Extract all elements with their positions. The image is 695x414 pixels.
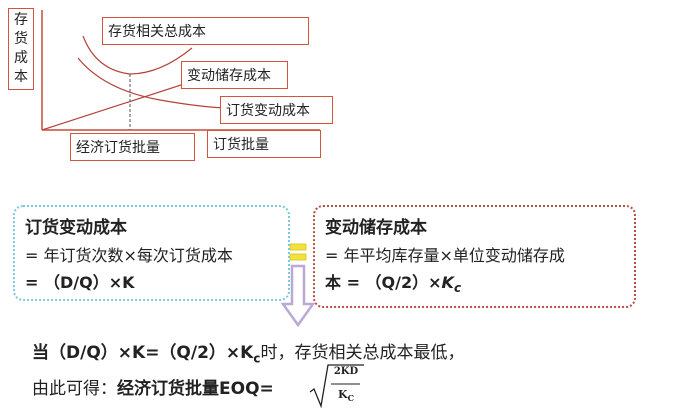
y-axis-char: 货 xyxy=(14,31,28,47)
ordering-cost-label-box: 订货变动成本 xyxy=(220,96,333,124)
down-arrow-icon xyxy=(280,264,316,328)
holding-card-k-sub: c xyxy=(453,281,462,296)
conclusion-eq-sub: c xyxy=(253,351,261,366)
eoq-label: 经济订货批量 xyxy=(76,140,160,156)
total-cost-label-box: 存货相关总成本 xyxy=(102,17,309,45)
formula-denominator-sub: C xyxy=(347,393,354,404)
holding-card-k: K xyxy=(441,273,454,292)
conclusion-eq: 当（D/Q）×K=（Q/2）×K xyxy=(32,343,254,363)
holding-card-line2: 本 = （Q/2）×Kc xyxy=(325,269,624,302)
eoq-sqrt-formula xyxy=(309,364,364,409)
holding-card-line1: = 年平均库存量×单位变动储存成 xyxy=(325,246,565,265)
ordering-cost-label: 订货变动成本 xyxy=(226,103,310,119)
x-axis-label: 订货批量 xyxy=(213,137,269,153)
conclusion-line1: 当（D/Q）×K=（Q/2）×Kc时，存货相关总成本最低， xyxy=(32,338,464,365)
ordering-card-title: 订货变动成本 xyxy=(25,218,127,238)
holding-card-line2-prefix: 本 = （Q/2）× xyxy=(325,273,442,292)
holding-cost-label-box: 变动储存成本 xyxy=(181,61,288,89)
formula-numerator: 2KD xyxy=(333,366,359,377)
y-axis-char: 本 xyxy=(14,69,28,85)
y-axis-label-box: 存 货 成 本 xyxy=(8,8,34,90)
conclusion-prefix: 由此可得： xyxy=(32,379,117,399)
conclusion-line2: 由此可得：经济订货批量EOQ= xyxy=(32,374,274,399)
holding-card-title: 变动储存成本 xyxy=(325,218,427,238)
y-axis-char: 成 xyxy=(14,50,28,66)
ordering-card-line1: = 年订货次数×每次订货成本 xyxy=(25,246,233,265)
holding-cost-label: 变动储存成本 xyxy=(187,68,271,84)
total-cost-label: 存货相关总成本 xyxy=(108,24,206,40)
eoq-formula-label: 经济订货批量EOQ= xyxy=(117,379,274,399)
ordering-cost-card: 订货变动成本 = 年订货次数×每次订货成本 = （D/Q）×K xyxy=(13,205,290,301)
sqrt-sign-icon xyxy=(309,364,364,409)
equals-icon xyxy=(289,243,307,261)
ordering-card-line2: = （D/Q）×K xyxy=(25,273,135,292)
ordering-cost-curve xyxy=(77,57,226,109)
formula-denominator: KC xyxy=(330,388,362,403)
eoq-label-box: 经济订货批量 xyxy=(70,133,195,161)
y-axis-char: 存 xyxy=(14,12,28,28)
formula-denominator-k: K xyxy=(338,388,348,401)
x-axis-label-box: 订货批量 xyxy=(207,130,321,158)
conclusion-text: 时，存货相关总成本最低， xyxy=(260,343,465,363)
holding-cost-card: 变动储存成本 = 年平均库存量×单位变动储存成 本 = （Q/2）×Kc xyxy=(313,205,636,308)
